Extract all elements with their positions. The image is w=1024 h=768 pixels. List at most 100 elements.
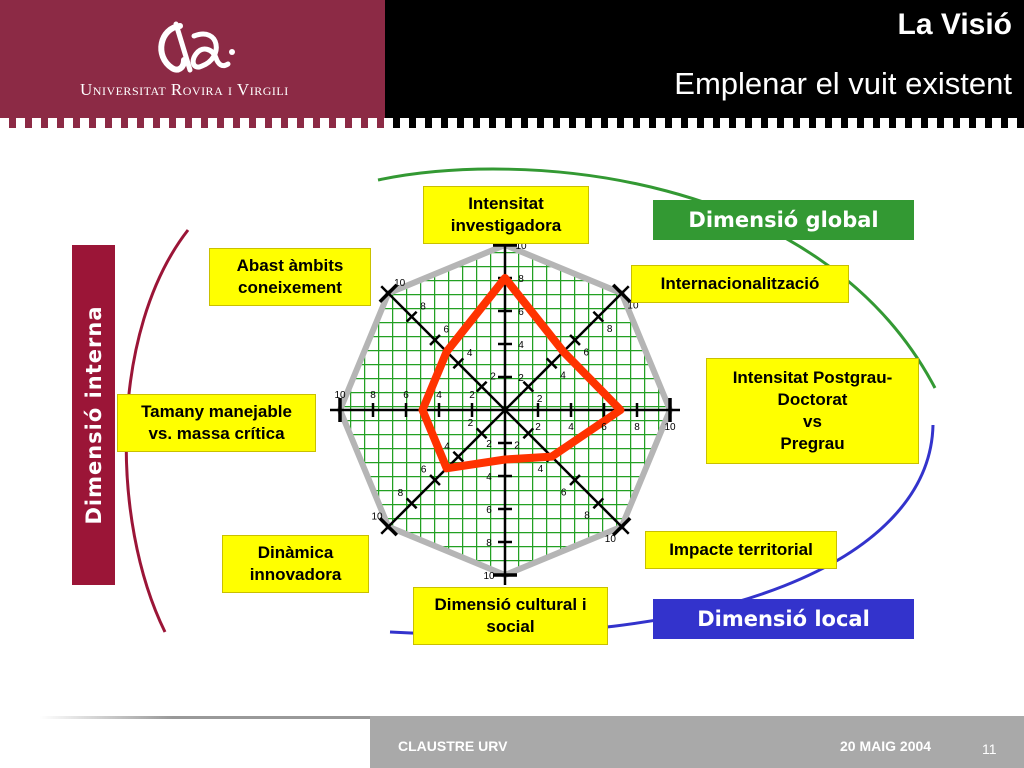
radar-tick-label: 6 <box>403 390 409 401</box>
radar-tick-label: 4 <box>444 441 450 452</box>
radar-tick-mark <box>475 427 488 440</box>
label-line: Intensitat <box>468 194 544 213</box>
radar-tick-label: 10 <box>627 301 639 312</box>
radar-tick-label: 2 <box>518 373 524 384</box>
radar-tick-label: 8 <box>584 511 590 522</box>
radar-tick-mark <box>405 497 418 510</box>
radar-tick-label: 8 <box>420 301 426 312</box>
radar-tick-mark <box>522 380 535 393</box>
radar-tick-label: 6 <box>421 465 427 476</box>
label-line: Intensitat Postgrau- <box>732 368 893 387</box>
label-line: Dinàmica <box>257 543 334 562</box>
radar-tick-mark <box>452 450 465 463</box>
radar-axis-line <box>380 409 506 535</box>
label-line: social <box>486 617 535 636</box>
radar-tick-mark <box>569 474 581 486</box>
radar-tick-mark <box>569 334 581 346</box>
radar-tick-label: 4 <box>467 348 473 359</box>
radar-tick-label: 4 <box>538 464 544 475</box>
dimensio-global-badge: Dimensió global <box>653 200 914 240</box>
label-line: Internacionalització <box>660 274 820 293</box>
intensitat-postgrau-label: Intensitat Postgrau- Doctorat vs Pregrau <box>706 358 919 464</box>
footer-divider-line <box>40 716 370 719</box>
slide-title: La Visió <box>897 8 1013 41</box>
radar-tick-mark <box>522 427 535 440</box>
intensitat-investigadora-label: Intensitat investigadora <box>423 186 589 244</box>
radar-tick-label: 8 <box>486 538 492 549</box>
radar-tick-mark <box>429 474 441 486</box>
radar-tick-label: 10 <box>664 422 676 433</box>
radar-tick-mark <box>545 357 558 370</box>
radar-tick-mark <box>475 380 488 393</box>
radar-tick-label: 2 <box>486 439 492 450</box>
radar-tick-label: 2 <box>514 441 520 452</box>
radar-tick-label: 2 <box>468 418 474 429</box>
radar-tick-label: 6 <box>601 422 607 433</box>
label-line: Abast àmbits <box>236 256 344 275</box>
dimensio-local-badge: Dimensió local <box>653 599 914 639</box>
radar-tick-label: 6 <box>518 307 524 318</box>
dimensio-interna-text: Dimensió interna <box>81 305 106 525</box>
radar-tick-mark <box>611 516 632 537</box>
radar-tick-label: 4 <box>436 390 442 401</box>
internacionalitzacio-label: Internacionalització <box>631 265 849 303</box>
urv-logo-icon <box>158 21 235 73</box>
radar-tick-label: 10 <box>371 511 383 522</box>
radar-tick-label: 6 <box>584 347 590 358</box>
label-line: vs. massa crítica <box>148 424 285 443</box>
footer-date: 20 MAIG 2004 <box>840 738 932 754</box>
label-line: innovadora <box>249 565 342 584</box>
radar-tick-label: 2 <box>535 422 541 433</box>
radar-tick-label: 8 <box>518 274 524 285</box>
radar-tick-label: 6 <box>444 325 450 336</box>
header-dashed-divider <box>0 118 1024 128</box>
radar-tick-label: 10 <box>515 241 527 252</box>
impacte-territorial-label: Impacte territorial <box>645 531 837 569</box>
radar-tick-label: 8 <box>370 390 376 401</box>
radar-axis-line <box>504 285 630 411</box>
radar-tick-label: 8 <box>398 488 404 499</box>
tamany-manejable-label: Tamany manejable vs. massa crítica <box>117 394 316 452</box>
radar-tick-label: 4 <box>560 371 566 382</box>
radar-tick-mark <box>378 516 399 537</box>
radar-tick-label: 4 <box>518 340 524 351</box>
footer-event: CLAUSTRE URV <box>398 738 508 754</box>
radar-tick-mark <box>592 497 605 510</box>
radar-tick-label: 2 <box>469 390 475 401</box>
slide-subtitle: Emplenar el vuit existent <box>674 66 1012 101</box>
label-line: Tamany manejable <box>141 402 292 421</box>
radar-tick-label: 2 <box>537 394 543 405</box>
radar-tick-label: 6 <box>561 487 567 498</box>
dinamica-innovadora-label: Dinàmica innovadora <box>222 535 369 593</box>
header-title-panel <box>385 0 1024 128</box>
radar-tick-label: 10 <box>394 278 406 289</box>
radar-tick-mark <box>611 283 632 304</box>
radar-axis-line <box>504 409 630 535</box>
radar-tick-label: 6 <box>486 505 492 516</box>
global-dimension-arc <box>377 167 937 389</box>
label-line: Dimensió cultural i <box>434 595 587 614</box>
radar-tick-label: 10 <box>483 571 495 582</box>
radar-tick-mark <box>452 357 465 370</box>
radar-tick-label: 8 <box>607 324 613 335</box>
footer-bar <box>370 716 1024 768</box>
label-line: coneixement <box>238 278 342 297</box>
dimensio-cultural-label: Dimensió cultural i social <box>413 587 608 645</box>
label-line: Impacte territorial <box>669 540 813 559</box>
radar-tick-mark <box>378 283 399 304</box>
label-line: investigadora <box>450 216 562 235</box>
label-line: Pregrau <box>780 434 845 453</box>
radar-profile-polygon <box>418 274 625 473</box>
radar-tick-mark <box>405 310 418 323</box>
radar-tick-label: 8 <box>634 422 640 433</box>
abast-ambits-label: Abast àmbits coneixement <box>209 248 371 306</box>
dimensio-interna-badge: Dimensió interna <box>72 245 115 585</box>
label-line: vs <box>803 412 822 431</box>
radar-tick-label: 10 <box>605 534 617 545</box>
radar-tick-label: 2 <box>490 371 496 382</box>
radar-tick-mark <box>592 310 605 323</box>
radar-tick-label: 10 <box>334 390 346 401</box>
radar-axes <box>330 235 680 585</box>
